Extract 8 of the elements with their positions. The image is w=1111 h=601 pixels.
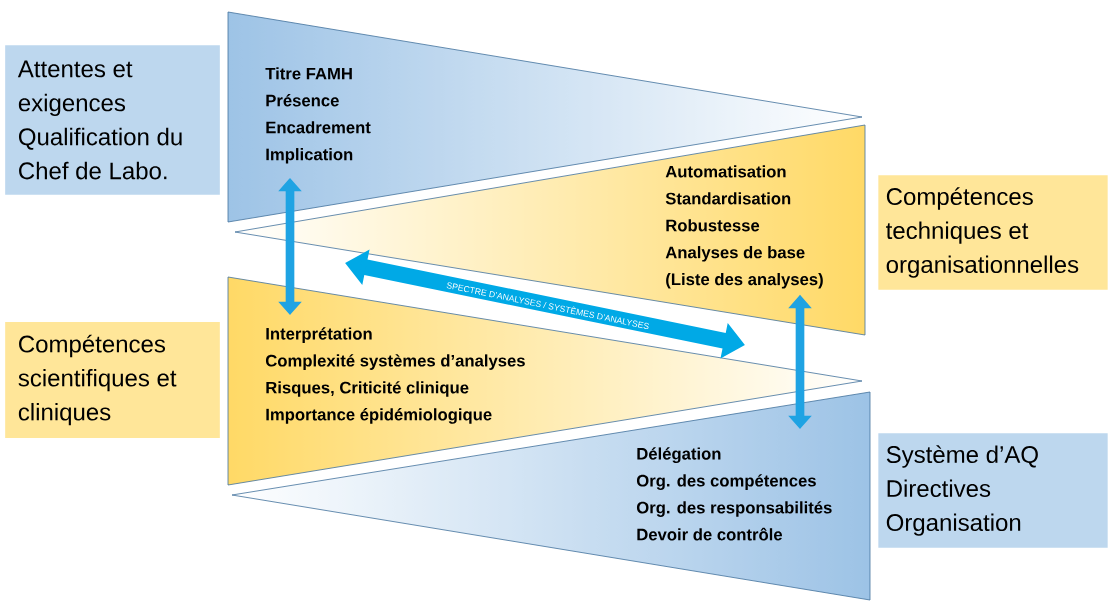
text-box: Système d’AQ Directives Organisation (878, 433, 1108, 548)
text-box: Compétences techniques et organisationnelles (878, 175, 1108, 290)
text-box: Compétences scientifiques et cliniques (5, 322, 220, 438)
bullet-text: Délégation Org. des compétences Org. des responsabilités Devoir de contrôle (636, 447, 832, 541)
bullet-text: Automatisation Standardisation Robustesse Analyses de base (Liste des analyses) (665, 165, 823, 289)
bullet-text: Titre FAMH Présence Encadrement Implication (265, 67, 371, 164)
text-box: Attentes et exigences Qualification du Chef de Labo. (5, 45, 220, 195)
bullet-text: Interprétation Complexité systèmes d’analyses Risques, Criticité clinique Importance épidémiologique (265, 327, 525, 424)
